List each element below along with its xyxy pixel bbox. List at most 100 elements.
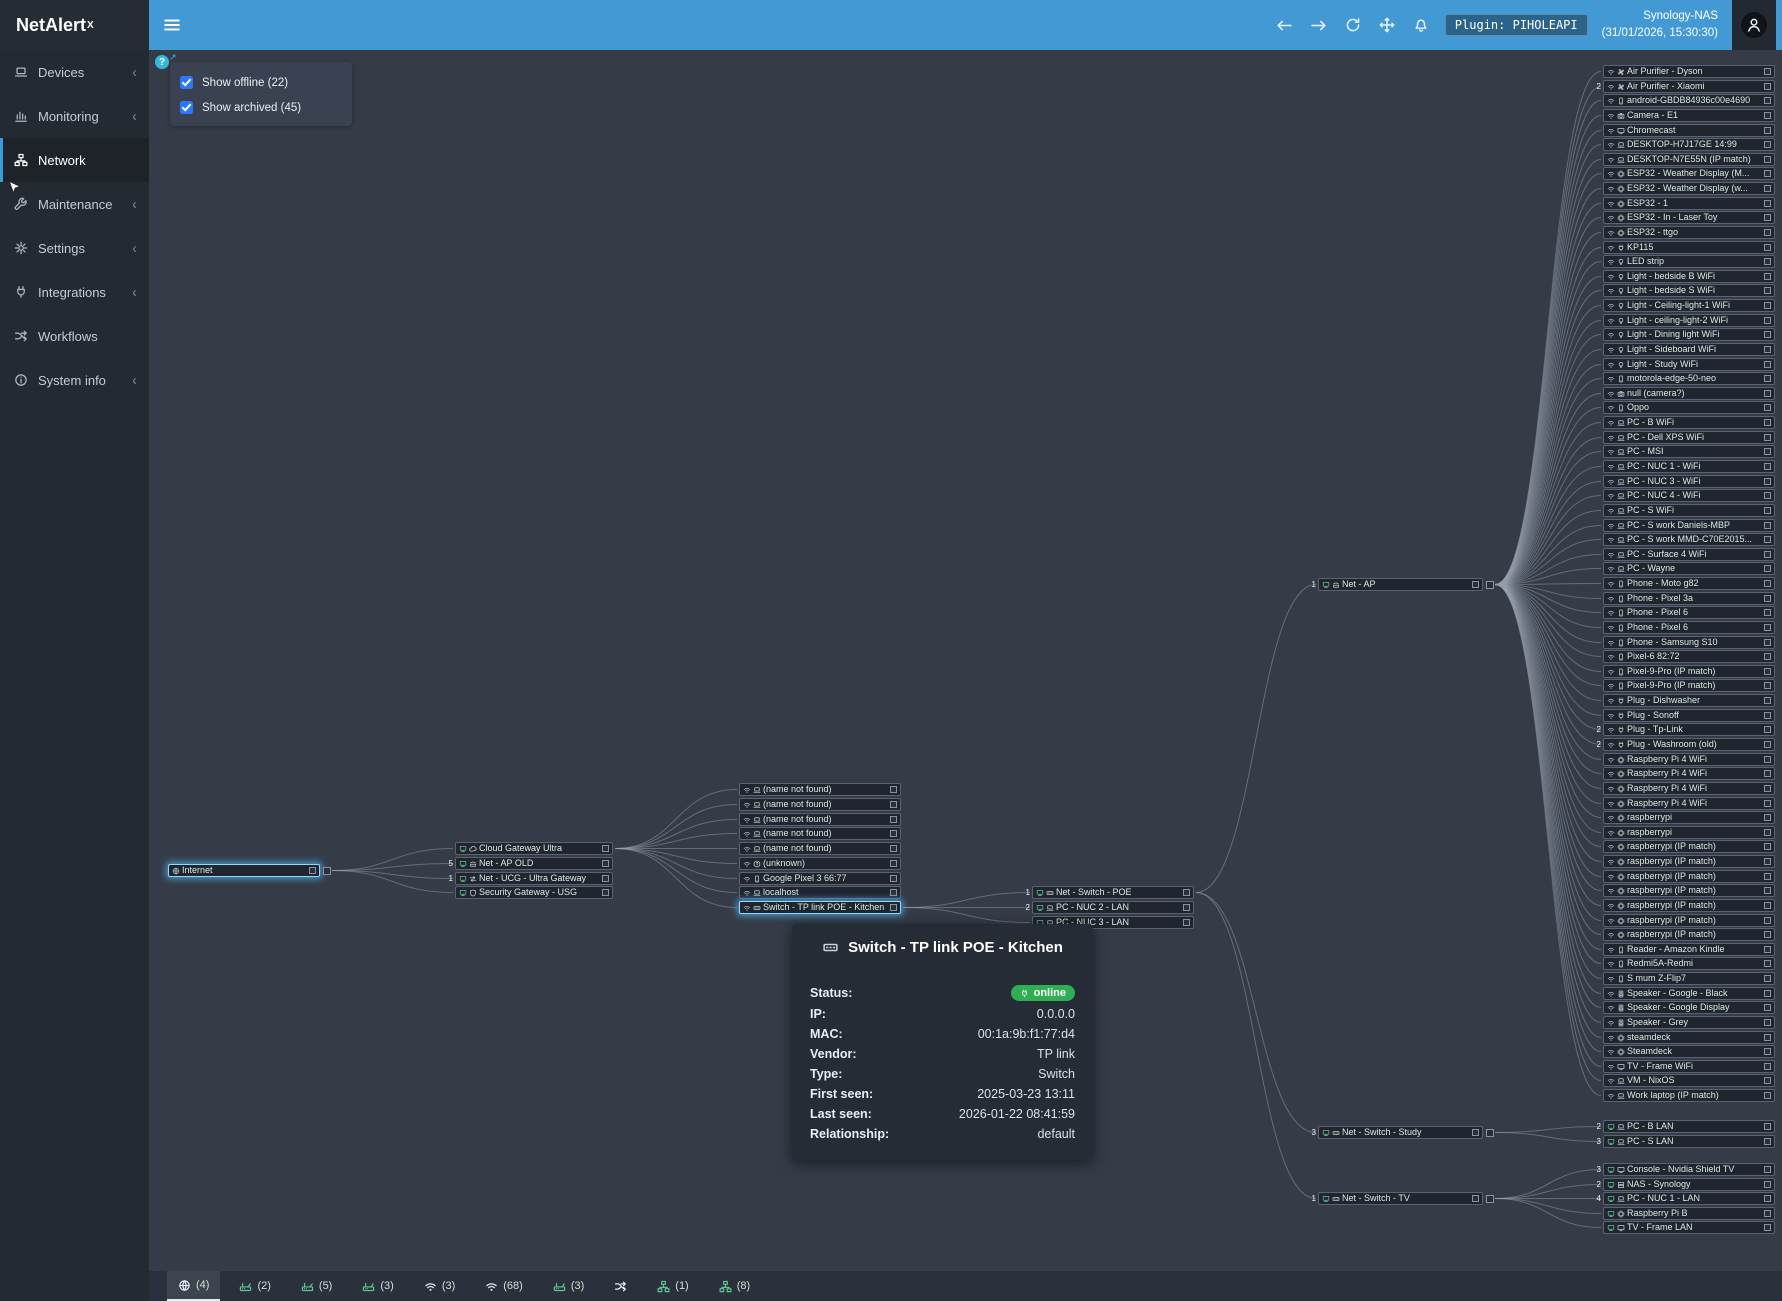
collapse-handle[interactable] [1764, 68, 1771, 75]
filter-checkbox-offline[interactable]: Show offline (22) [180, 70, 352, 95]
graph-node-led-strip[interactable]: LED strip [1603, 255, 1775, 268]
collapse-handle[interactable] [1764, 741, 1771, 748]
collapse-handle[interactable] [1764, 756, 1771, 763]
graph-node-light-sideboard-wifi[interactable]: Light - Sideboard WiFi [1603, 343, 1775, 356]
collapse-handle[interactable] [1764, 960, 1771, 967]
collapse-handle[interactable] [1472, 1195, 1479, 1202]
collapse-handle[interactable] [1764, 1181, 1771, 1188]
graph-node-raspberry-pi-4-wifi[interactable]: Raspberry Pi 4 WiFi [1603, 767, 1775, 780]
collapse-handle[interactable] [1764, 478, 1771, 485]
collapse-handle[interactable] [1764, 317, 1771, 324]
collapse-handle[interactable] [1764, 156, 1771, 163]
graph-node-pc-nuc-3-wifi[interactable]: PC - NUC 3 - WiFi [1603, 475, 1775, 488]
graph-node-pc-dell-xps-wifi[interactable]: PC - Dell XPS WiFi [1603, 431, 1775, 444]
graph-node-phone-pixel-6[interactable]: Phone - Pixel 6 [1603, 621, 1775, 634]
hamburger-menu-icon[interactable] [160, 13, 184, 37]
graph-node-steamdeck[interactable]: Steamdeck [1603, 1045, 1775, 1058]
collapse-handle[interactable] [1472, 581, 1479, 588]
graph-node-esp32-1[interactable]: ESP32 - 1 [1603, 197, 1775, 210]
collapse-handle[interactable] [1764, 1019, 1771, 1026]
graph-node-raspberrypi-ip-match[interactable]: raspberrypi (IP match) [1603, 914, 1775, 927]
collapse-handle[interactable] [1764, 507, 1771, 514]
collapse-handle[interactable] [890, 860, 897, 867]
refresh-icon[interactable] [1343, 15, 1363, 35]
graph-node-air-purifier-dyson[interactable]: Air Purifier - Dyson [1603, 65, 1775, 78]
notifications-bell-icon[interactable] [1411, 15, 1431, 35]
graph-node-android-gbdb84936c00e4690[interactable]: android-GBDB84936c00e4690 [1603, 94, 1775, 107]
graph-node-phone-pixel-6[interactable]: Phone - Pixel 6 [1603, 606, 1775, 619]
user-avatar[interactable] [1741, 12, 1767, 38]
help-icon[interactable]: ? [155, 55, 169, 69]
graph-node-pc-nuc-1-wifi[interactable]: PC - NUC 1 - WiFi [1603, 460, 1775, 473]
collapse-handle[interactable] [1764, 1224, 1771, 1231]
collapse-handle[interactable] [1764, 609, 1771, 616]
graph-node-light-ceiling-light-2-wifi[interactable]: Light - ceiling-light-2 WiFi [1603, 314, 1775, 327]
collapse-handle[interactable] [1764, 639, 1771, 646]
collapse-handle[interactable] [1764, 83, 1771, 90]
collapse-handle[interactable] [602, 889, 609, 896]
collapse-handle[interactable] [1764, 1004, 1771, 1011]
collapse-handle[interactable] [1764, 624, 1771, 631]
collapse-handle[interactable] [890, 830, 897, 837]
graph-node-pc-nuc-4-wifi[interactable]: PC - NUC 4 - WiFi [1603, 489, 1775, 502]
graph-node-raspberrypi[interactable]: raspberrypi [1603, 811, 1775, 824]
graph-node-name-not-found[interactable]: (name not found) [739, 798, 901, 811]
collapse-handle[interactable] [1764, 1034, 1771, 1041]
collapse-handle[interactable] [1764, 258, 1771, 265]
collapse-handle[interactable] [1764, 1138, 1771, 1145]
graph-node-tv-frame-wifi[interactable]: TV - Frame WiFi [1603, 1060, 1775, 1073]
collapse-handle[interactable] [1764, 492, 1771, 499]
graph-node-pc-s-wifi[interactable]: PC - S WiFi [1603, 504, 1775, 517]
graph-node-raspberrypi-ip-match[interactable]: raspberrypi (IP match) [1603, 855, 1775, 868]
graph-node-raspberrypi-ip-match[interactable]: raspberrypi (IP match) [1603, 870, 1775, 883]
collapse-handle[interactable] [309, 867, 316, 874]
collapse-handle[interactable] [1764, 595, 1771, 602]
graph-node-reader-amazon-kindle[interactable]: Reader - Amazon Kindle [1603, 943, 1775, 956]
graph-node-name-not-found[interactable]: (name not found) [739, 827, 901, 840]
collapse-handle[interactable] [1764, 331, 1771, 338]
graph-node-esp32-ttgo[interactable]: ESP32 - ttgo [1603, 226, 1775, 239]
collapse-handle[interactable] [1764, 770, 1771, 777]
footer-tab-modem-3[interactable]: (3) [351, 1271, 404, 1301]
graph-node-motorola-edge-50-neo[interactable]: motorola-edge-50-neo [1603, 372, 1775, 385]
graph-node-raspberrypi-ip-match[interactable]: raspberrypi (IP match) [1603, 884, 1775, 897]
graph-node-speaker-google-display[interactable]: Speaker - Google Display [1603, 1001, 1775, 1014]
graph-node-plug-dishwasher[interactable]: Plug - Dishwasher [1603, 694, 1775, 707]
graph-node-work-laptop-ip-match[interactable]: Work laptop (IP match) [1603, 1089, 1775, 1102]
collapse-handle[interactable] [1764, 434, 1771, 441]
back-arrow-icon[interactable] [1275, 15, 1295, 35]
footer-tab-wifi-4[interactable]: (3) [413, 1271, 466, 1301]
graph-node-light-study-wifi[interactable]: Light - Study WiFi [1603, 358, 1775, 371]
graph-node-phone-moto-g82[interactable]: Phone - Moto g82 [1603, 577, 1775, 590]
graph-node-pixel-9-pro-ip-match[interactable]: Pixel-9-Pro (IP match) [1603, 679, 1775, 692]
graph-node-raspberrypi-ip-match[interactable]: raspberrypi (IP match) [1603, 928, 1775, 941]
collapse-handle[interactable] [1183, 919, 1190, 926]
graph-node-pc-msi[interactable]: PC - MSI [1603, 445, 1775, 458]
graph-node-null-camera[interactable]: null (camera?) [1603, 387, 1775, 400]
graph-node-plug-sonoff[interactable]: Plug - Sonoff [1603, 709, 1775, 722]
collapse-handle[interactable] [1764, 931, 1771, 938]
sidebar-item-settings[interactable]: Settings‹ [0, 226, 149, 270]
graph-node-pc-surface-4-wifi[interactable]: PC - Surface 4 WiFi [1603, 548, 1775, 561]
graph-node-pc-s-work-daniels-mbp[interactable]: PC - S work Daniels-MBP [1603, 519, 1775, 532]
graph-node-raspberry-pi-b[interactable]: Raspberry Pi B [1603, 1207, 1775, 1220]
collapse-handle[interactable] [1764, 1092, 1771, 1099]
expand-handle[interactable] [323, 866, 331, 875]
collapse-handle[interactable] [1764, 858, 1771, 865]
expand-handle[interactable] [1486, 1194, 1494, 1203]
graph-node-esp32-in-laser-toy[interactable]: ESP32 - In - Laser Toy [1603, 211, 1775, 224]
collapse-handle[interactable] [1764, 287, 1771, 294]
collapse-handle[interactable] [1764, 375, 1771, 382]
sidebar-item-workflows[interactable]: Workflows [0, 314, 149, 358]
graph-node-phone-pixel-3a[interactable]: Phone - Pixel 3a [1603, 592, 1775, 605]
